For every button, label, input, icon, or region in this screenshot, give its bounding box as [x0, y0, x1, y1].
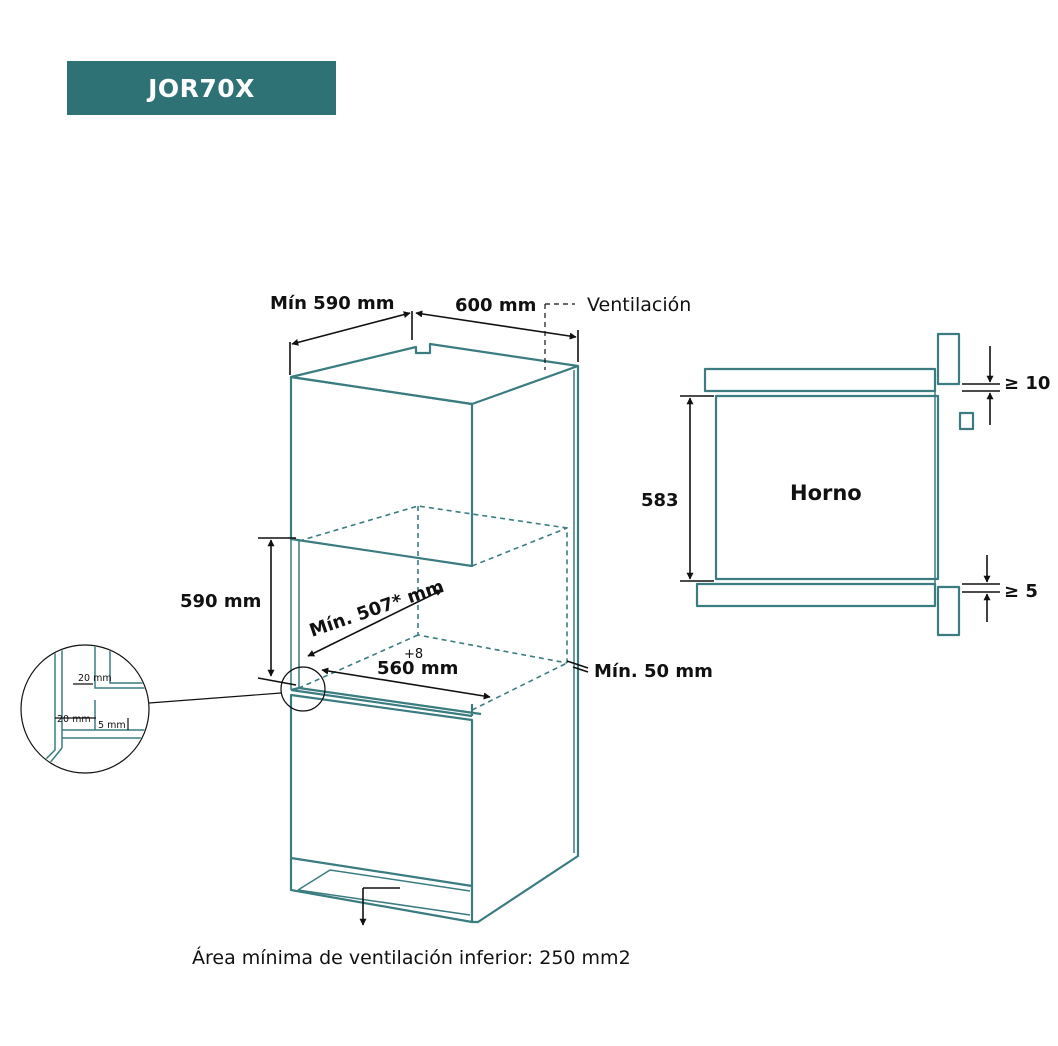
plinth-inner [297, 869, 471, 916]
upper-cupboard-front [289, 375, 474, 568]
front-frame-bottom [936, 585, 961, 637]
side-view: Horno 583 ≥ 10 ≥ 5 [641, 332, 1050, 637]
label-top-gap: ≥ 10 [1004, 373, 1050, 394]
ventilation-line [544, 303, 575, 370]
arrow-width-top [291, 311, 411, 346]
detail-label-top: 20 mm [78, 673, 112, 684]
cabinet-right-side [472, 366, 580, 924]
cabinet-top [289, 342, 580, 406]
front-frame-top [936, 332, 961, 386]
detail-circle [20, 644, 150, 774]
oven-handle [958, 411, 975, 431]
label-bottom-gap: ≥ 5 [1004, 581, 1038, 602]
label-min-depth: Mín. 507* mm [307, 576, 447, 642]
ext-niche-bottom [257, 677, 297, 686]
detail-label-bottom: 5 mm [98, 720, 126, 731]
bottom-shelf [695, 582, 937, 608]
arrow-niche-width [321, 667, 491, 700]
gap-leader-1 [566, 660, 589, 669]
label-tolerance: +8 [404, 647, 423, 662]
arrow-min-depth [307, 589, 443, 657]
oven-body [714, 394, 940, 581]
niche-floor [290, 686, 482, 718]
plinth [289, 858, 474, 924]
label-gap: Mín. 50 mm [594, 661, 713, 682]
niche-dashed-top [298, 505, 568, 711]
model-name: JOR70X [148, 73, 255, 103]
top-shelf [703, 367, 937, 393]
label-depth-top: 600 mm [455, 295, 536, 316]
detail-label-left: 20 mm [57, 714, 91, 725]
label-niche-width: 560 mm [377, 658, 458, 679]
label-ventilation: Ventilación [587, 294, 691, 316]
label-oven: Horno [790, 481, 862, 505]
label-oven-height: 583 [641, 490, 679, 511]
gap-leader-2 [572, 666, 589, 673]
model-banner: JOR70X [67, 61, 336, 115]
label-width-top: Mín 590 mm [270, 293, 395, 314]
arrow-depth-top [415, 310, 577, 340]
label-niche-height: 590 mm [180, 591, 261, 612]
lower-cupboard-front [289, 693, 474, 888]
label-bottom-ventilation: Área mínima de ventilación inferior: 250… [192, 946, 631, 969]
niche-left-post [290, 539, 300, 690]
front-dimensions [257, 310, 589, 926]
detail-leader [148, 692, 282, 704]
corner-detail: 20 mm 20 mm 5 mm [20, 644, 326, 774]
detail-marker-circle [280, 666, 326, 712]
